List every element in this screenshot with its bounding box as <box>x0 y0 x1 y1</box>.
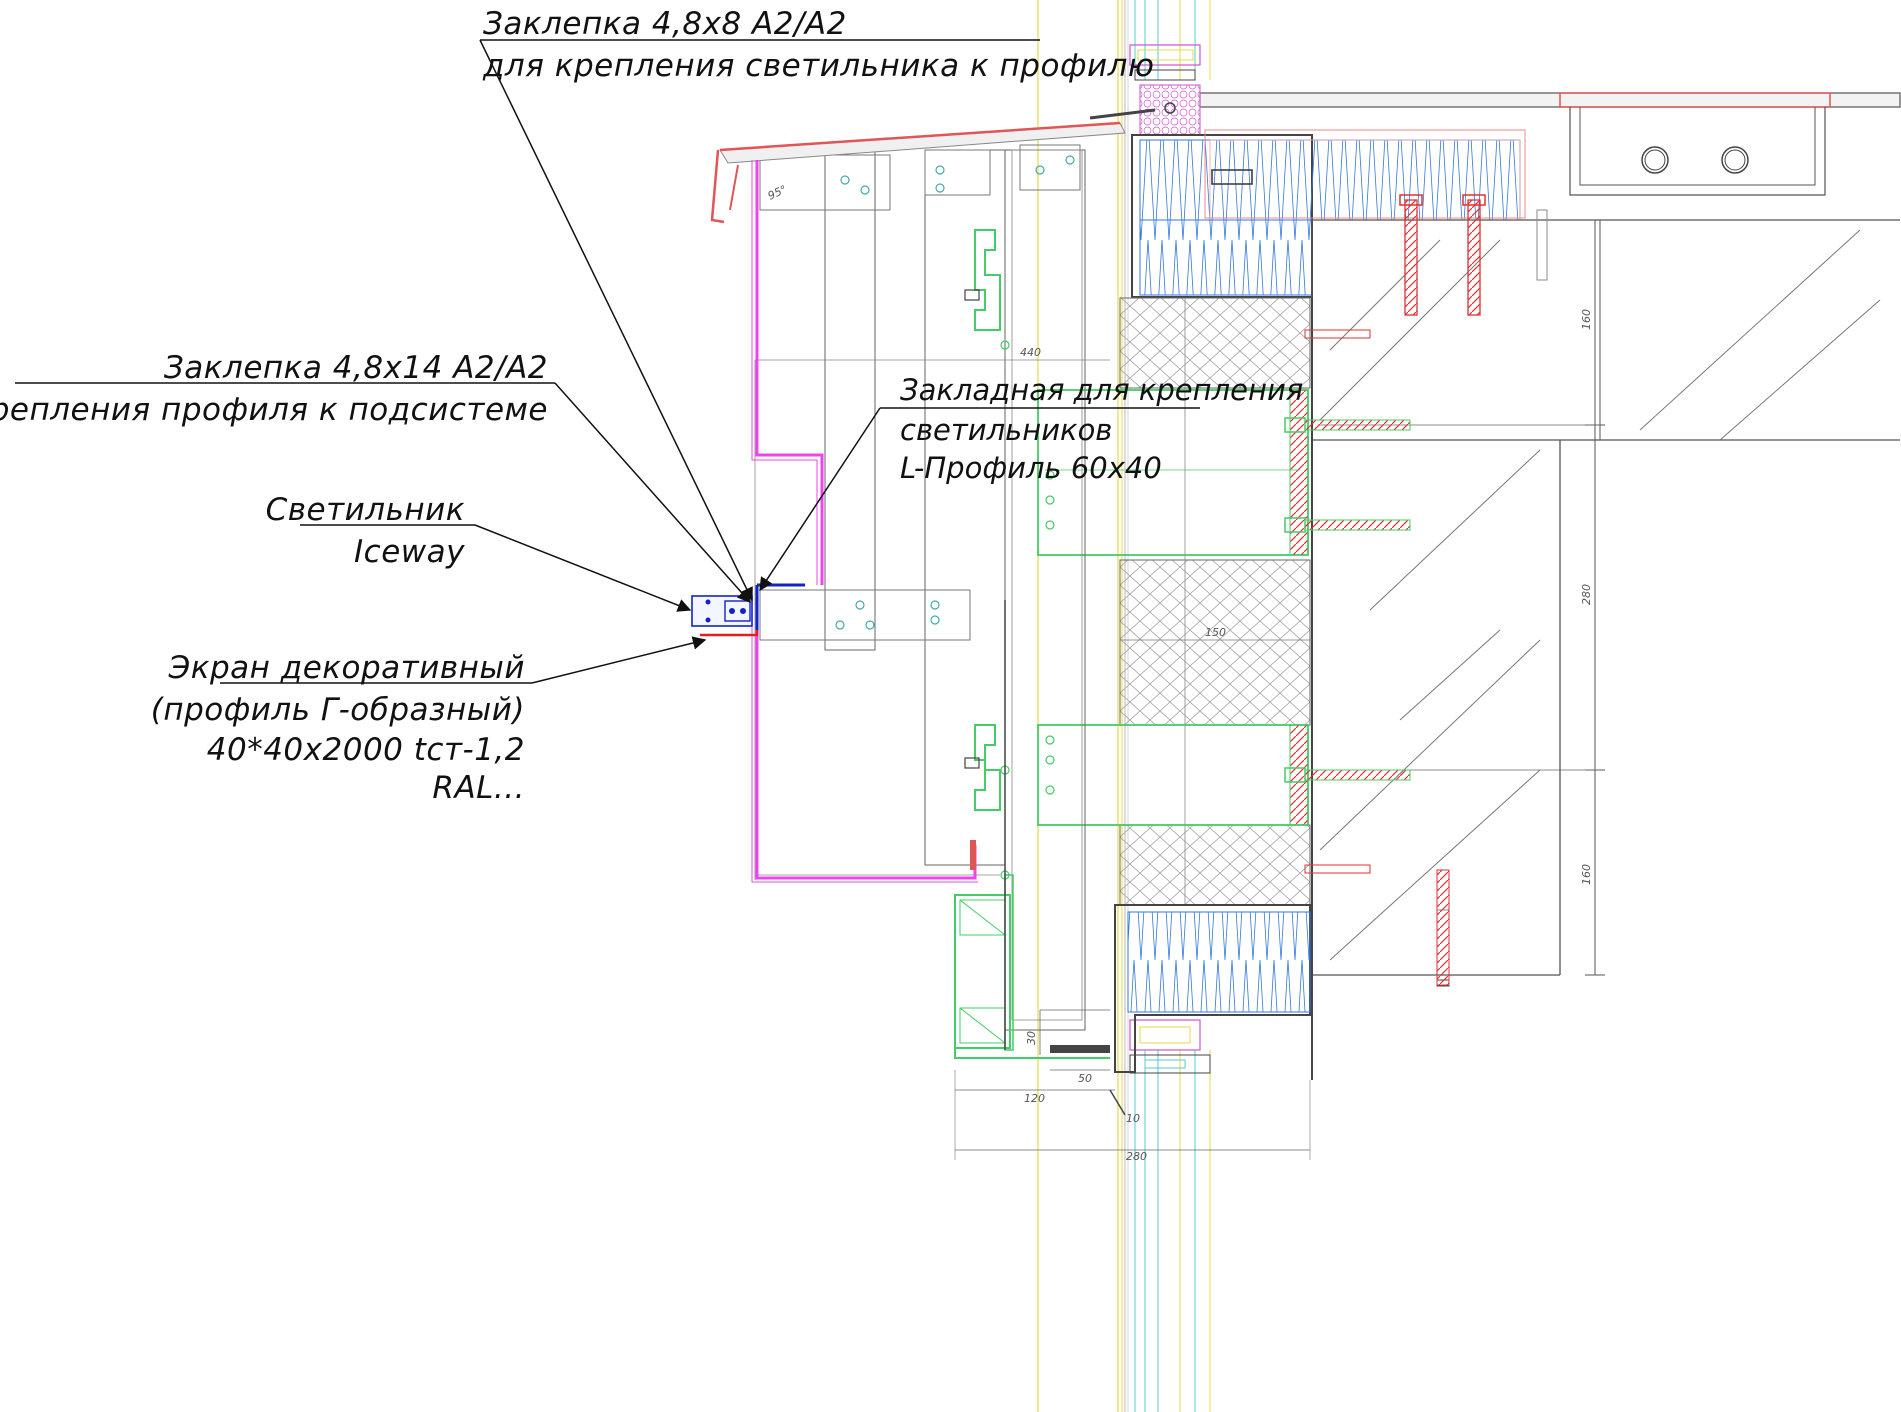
dim-150: 150 <box>1205 626 1226 639</box>
green-anchors <box>1284 329 1411 874</box>
insulation-top <box>1131 129 1526 298</box>
dim-50: 50 <box>1078 1072 1092 1085</box>
lprofile-bracket <box>700 583 971 641</box>
callout-rivet-profile-line1: Заклепка 4,8х14 А2/А2 <box>164 350 548 386</box>
magenta-profile <box>751 160 978 883</box>
dim-280-bottom: 280 <box>1126 1150 1147 1163</box>
callout-screen-line1: Экран декоративный <box>168 650 525 686</box>
leader-lines <box>15 39 1200 684</box>
dim-30: 30 <box>1025 1031 1038 1045</box>
wall-bracket-lower <box>1037 724 1309 826</box>
luminaire-iceway <box>691 595 753 627</box>
right-dimension-chain <box>1318 219 1605 976</box>
dim-10: 10 <box>1126 1112 1140 1125</box>
transom-bottom <box>1129 1019 1211 1074</box>
subsystem-frames <box>754 149 1110 1031</box>
bottom-dimensions <box>954 1009 1311 1160</box>
callout-embedded-line3: L-Профиль 60х40 <box>900 451 1162 485</box>
insulation-bottom <box>1114 904 1311 1073</box>
dim-160-bottom: 160 <box>1580 864 1593 885</box>
callout-rivet-fixture-line1: Заклепка 4,8х8 А2/А2 <box>483 6 847 42</box>
dim-160-top: 160 <box>1580 309 1593 330</box>
callout-luminaire-line1: Светильник <box>266 492 465 528</box>
transom-top <box>1129 44 1201 81</box>
dim-angle-95: 95° <box>766 183 789 203</box>
dim-280-right: 280 <box>1580 584 1593 605</box>
callout-rivet-profile-line2: для крепления профиля к подсистеме <box>0 392 548 428</box>
callout-screen-line2: (профиль Г-образный) <box>151 692 525 728</box>
callout-rivet-fixture-line2: для крепления светильника к профилю <box>482 48 1155 84</box>
callout-embedded-line1: Закладная для крепления <box>900 373 1303 407</box>
wall-insulation <box>1119 297 1313 1080</box>
callout-luminaire-line2: Iceway <box>354 534 465 570</box>
callout-screen-line3: 40*40х2000 tст-1,2 <box>207 732 525 768</box>
callout-screen-line4: RAL... <box>432 770 525 806</box>
callout-embedded-line2: светильников <box>900 413 1112 447</box>
red-anchors <box>1399 194 1548 987</box>
dim-440: 440 <box>1020 346 1041 359</box>
dim-120: 120 <box>1024 1092 1045 1105</box>
roof-flashing <box>710 102 1176 224</box>
concrete-slab <box>1311 219 1900 976</box>
